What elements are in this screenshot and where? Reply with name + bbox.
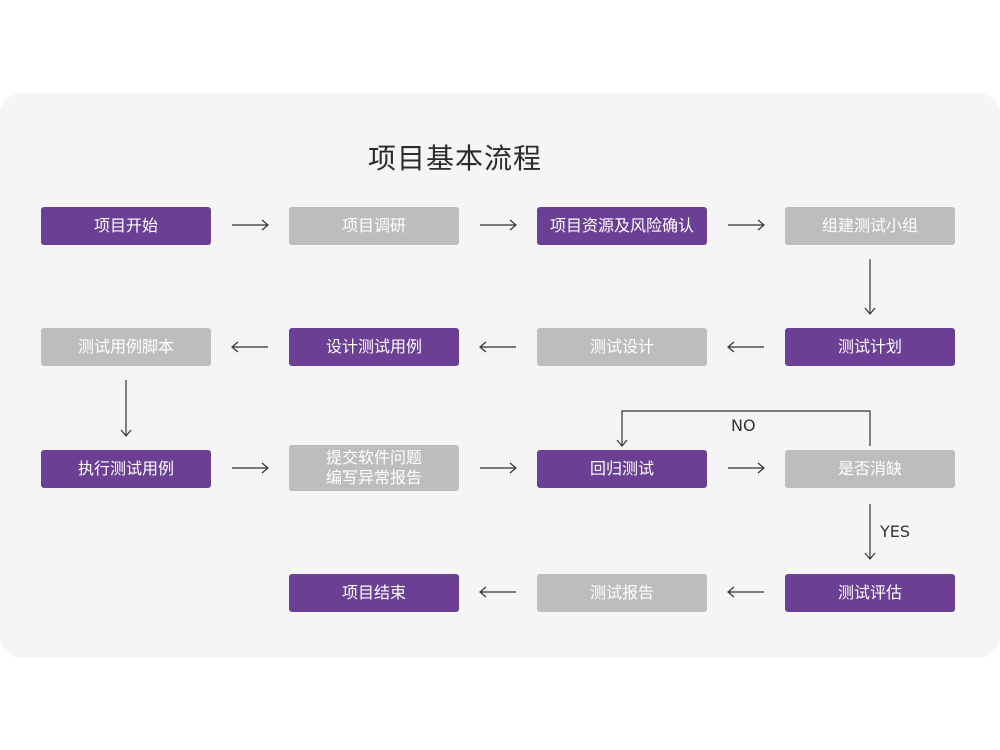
node-label: 回归测试 xyxy=(589,459,654,478)
arrow-no-loop-back xyxy=(616,410,871,447)
node-test-evaluation: 测试评估 xyxy=(785,574,955,612)
node-label: 设计测试用例 xyxy=(325,337,422,356)
node-label: 提交软件问题 编写异常报告 xyxy=(325,448,422,487)
edge-label-no: NO xyxy=(731,416,756,435)
node-label: 测试计划 xyxy=(837,337,902,356)
node-regression-test: 回归测试 xyxy=(537,450,707,488)
node-resource-risk-confirm: 项目资源及风险确认 xyxy=(537,207,707,245)
arrow-yes-to-evaluate xyxy=(864,504,876,560)
node-test-plan: 测试计划 xyxy=(785,328,955,366)
arrow-start-to-research xyxy=(232,219,269,231)
node-defects-cleared-decision: 是否消缺 xyxy=(785,450,955,488)
arrow-resources-to-team xyxy=(728,219,765,231)
node-label: 测试用例脚本 xyxy=(77,337,174,356)
node-label: 项目调研 xyxy=(341,216,406,235)
node-label: 测试设计 xyxy=(589,337,654,356)
node-label: 项目资源及风险确认 xyxy=(549,216,694,235)
node-label: 项目结束 xyxy=(341,583,406,602)
node-submit-issues-report: 提交软件问题 编写异常报告 xyxy=(289,445,459,491)
node-label: 组建测试小组 xyxy=(821,216,918,235)
arrow-report-to-end xyxy=(479,586,516,598)
arrow-submit-to-regression xyxy=(480,462,517,474)
node-design-test-cases: 设计测试用例 xyxy=(289,328,459,366)
arrow-team-to-plan xyxy=(864,259,876,315)
node-test-design: 测试设计 xyxy=(537,328,707,366)
node-test-case-scripts: 测试用例脚本 xyxy=(41,328,211,366)
node-label: 测试报告 xyxy=(589,583,654,602)
node-label: 项目开始 xyxy=(93,216,158,235)
node-label: 执行测试用例 xyxy=(77,459,174,478)
arrow-execute-to-submit xyxy=(232,462,269,474)
node-label: 是否消缺 xyxy=(837,459,902,478)
node-form-test-team: 组建测试小组 xyxy=(785,207,955,245)
node-project-end: 项目结束 xyxy=(289,574,459,612)
arrow-research-to-resources xyxy=(480,219,517,231)
node-execute-test-cases: 执行测试用例 xyxy=(41,450,211,488)
diagram-panel xyxy=(0,93,1000,658)
node-label: 测试评估 xyxy=(837,583,902,602)
arrow-plan-to-design xyxy=(727,341,764,353)
node-project-research: 项目调研 xyxy=(289,207,459,245)
node-project-start: 项目开始 xyxy=(41,207,211,245)
diagram-title: 项目基本流程 xyxy=(367,142,542,175)
node-test-report: 测试报告 xyxy=(537,574,707,612)
edge-label-yes: YES xyxy=(880,522,911,541)
arrow-design-cases-to-scripts xyxy=(231,341,268,353)
arrow-regression-to-defects xyxy=(728,462,765,474)
arrow-design-to-design-cases xyxy=(479,341,516,353)
arrow-scripts-to-execute xyxy=(120,380,132,437)
arrow-evaluate-to-report xyxy=(727,586,764,598)
